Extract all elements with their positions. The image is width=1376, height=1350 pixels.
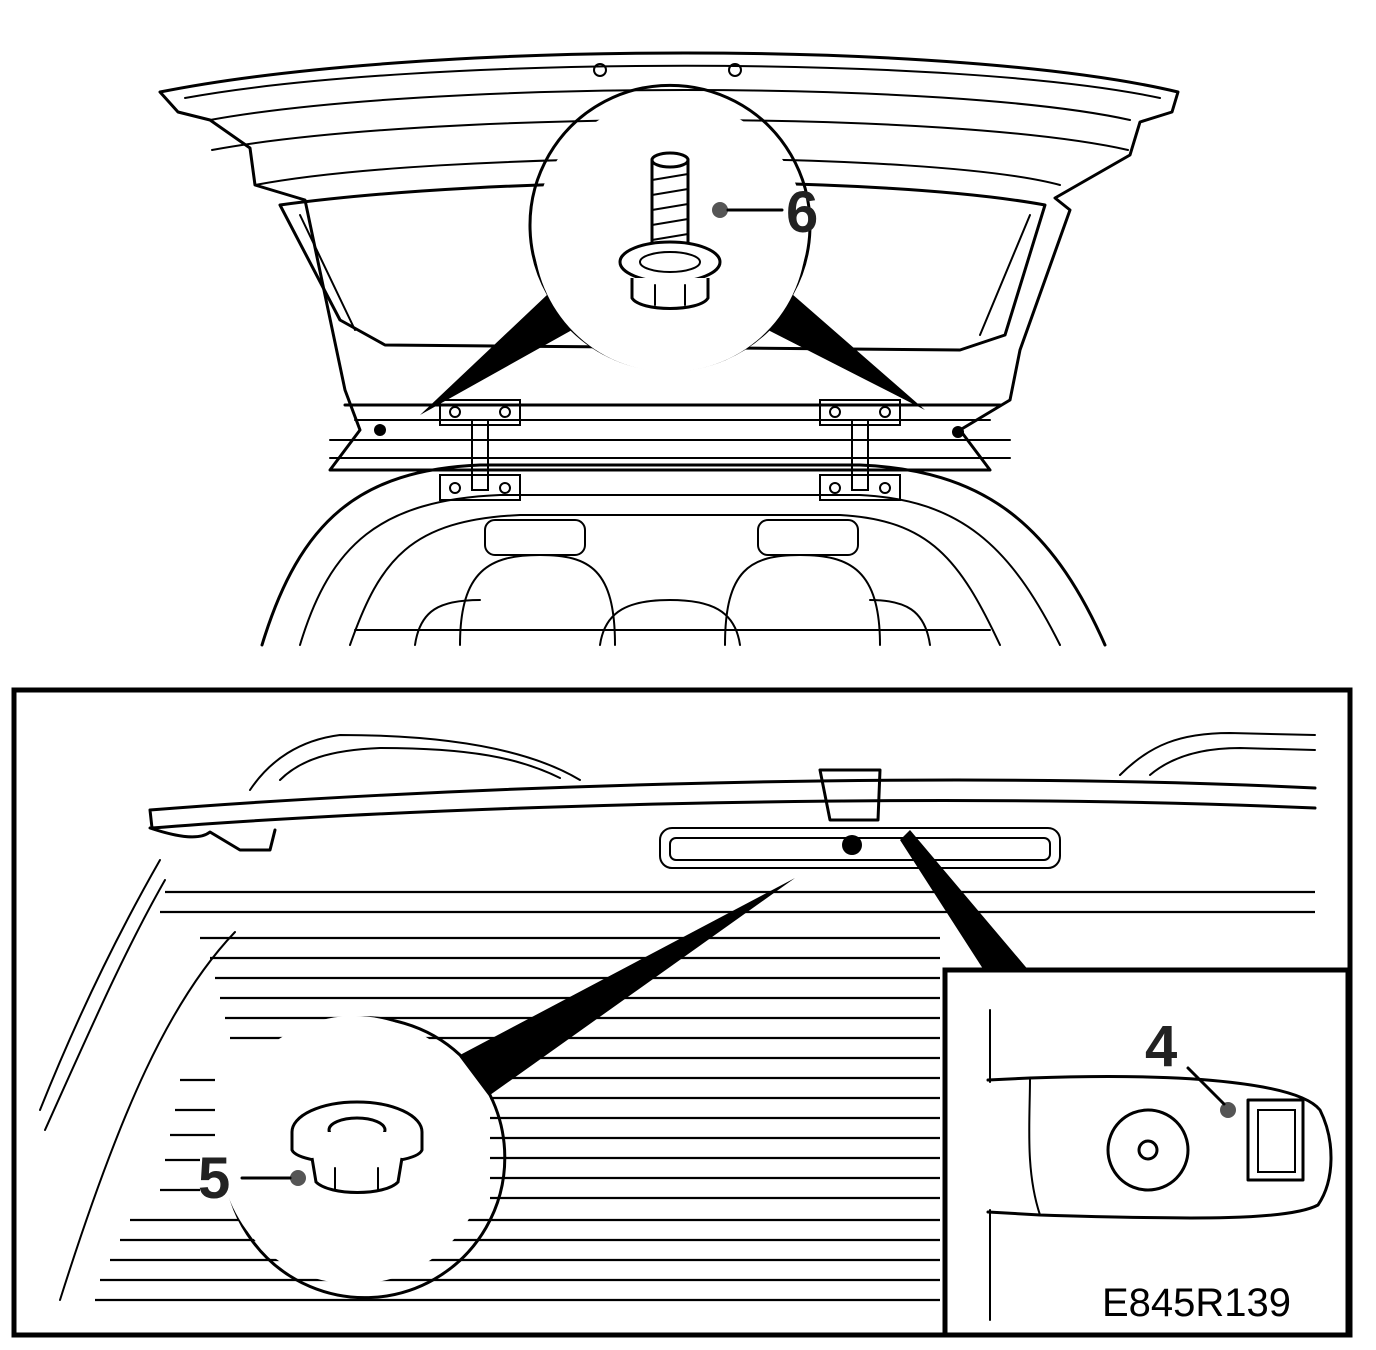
roof-opening (260, 463, 1107, 647)
tailgate-outline (158, 51, 1180, 472)
leader-wedge (460, 878, 795, 1095)
clip-icon (290, 1100, 424, 1194)
leader-wedge-left (420, 294, 572, 415)
tab-bolt (1137, 1139, 1159, 1161)
callout-number-6: 6 (786, 180, 818, 245)
tailgate-view: 6 (158, 51, 1180, 647)
figure-code: E845R139 (1102, 1281, 1291, 1325)
center-bracket (818, 768, 882, 822)
clip-callout: 5 (198, 878, 795, 1300)
callout-number-4: 4 (1145, 1014, 1177, 1079)
bolt-hole (593, 63, 607, 77)
spoiler (148, 778, 1317, 830)
seats (354, 519, 991, 646)
hinge-right (819, 399, 901, 501)
callout-dot (1220, 1102, 1236, 1118)
tab-inset: 4 E845R139 (900, 830, 1351, 1338)
bolt-hole (952, 426, 964, 438)
bolt-callout: 6 (420, 83, 925, 415)
leader-wedge (900, 830, 1030, 972)
hinge-left (439, 399, 521, 501)
callout-dot (712, 202, 728, 218)
leader-wedge-right (768, 294, 925, 410)
brake-light (659, 827, 1061, 869)
detail-panel: 5 4 E845R139 (11, 687, 1353, 1338)
callout-dot (290, 1170, 306, 1186)
rear-window-hatching (95, 890, 1315, 1302)
callout-leader (1186, 1066, 1226, 1106)
tab-bolt-hole (1106, 1108, 1190, 1192)
callout-number-5: 5 (198, 1146, 230, 1211)
bolt-icon (618, 151, 722, 310)
tab-slot (1246, 1098, 1305, 1182)
bolt-hole (728, 63, 742, 77)
bolt-hole (374, 424, 386, 436)
clip-location (842, 835, 862, 855)
